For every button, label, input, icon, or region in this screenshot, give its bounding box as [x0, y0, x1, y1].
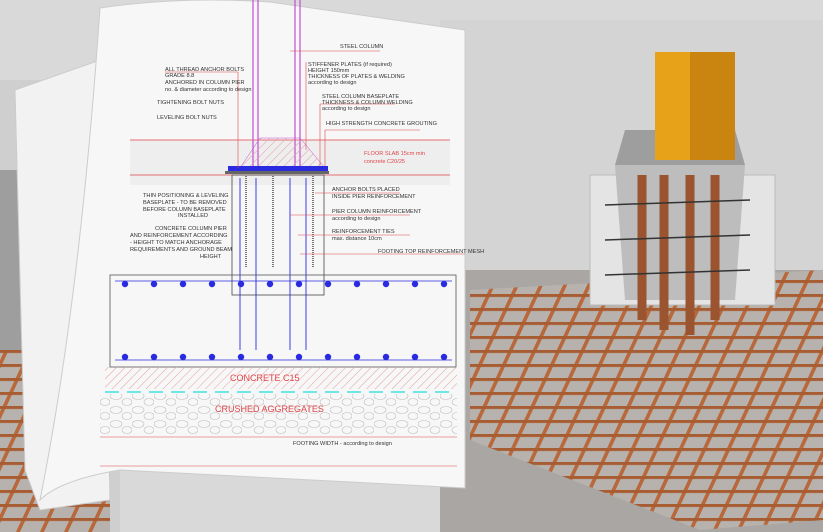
rebar-section	[266, 353, 274, 361]
label-anchor-pier: ANCHORED IN COLUMN PIER	[165, 80, 245, 86]
rebar-section	[121, 353, 129, 361]
label-stiffener-height: HEIGHT 150mm	[308, 68, 350, 74]
label-stiffener-thickness: THICKNESS OF PLATES & WELDING	[308, 74, 405, 80]
label-pier-ground-beam: REQUIREMENTS AND GROUND BEAM	[130, 247, 232, 253]
label-floor-slab: FLOOR SLAB 15cm min	[364, 151, 425, 157]
label-baseplate: STEEL COLUMN BASEPLATE	[322, 94, 399, 100]
rebar-section	[324, 353, 332, 361]
rebar-section	[440, 353, 448, 361]
rebar-section	[208, 280, 216, 288]
rebar-section	[295, 353, 303, 361]
label-footing-mesh: FOOTING TOP REINFORCEMENT MESH	[378, 249, 484, 255]
rebar-section	[382, 280, 390, 288]
label-grouting: HIGH STRENGTH CONCRETE GROUTING	[326, 121, 437, 127]
label-steel-column: STEEL COLUMN	[340, 44, 383, 50]
label-pier-height: - HEIGHT TO MATCH ANCHORAGE	[130, 240, 222, 246]
rebar-section	[179, 353, 187, 361]
rebar-section	[237, 280, 245, 288]
label-pier-height-end: HEIGHT	[200, 254, 222, 260]
label-slab-concrete: concrete C20/25	[364, 159, 405, 165]
label-pier-reinf-according: AND REINFORCEMENT ACCORDING	[130, 233, 227, 239]
label-stiffener: STIFFENER PLATES (if required)	[308, 62, 392, 68]
rebar-section	[179, 280, 187, 288]
label-stiffener-design: according to design	[308, 80, 357, 86]
rebar-section	[324, 280, 332, 288]
label-anchor-design: no. & diameter according to design	[165, 87, 251, 93]
render-3d-right	[440, 20, 823, 532]
label-anchor-bolts: ALL THREAD ANCHOR BOLTS	[165, 67, 244, 73]
rebar-section	[353, 280, 361, 288]
rebar-section	[440, 280, 448, 288]
drawing-labels: STEEL COLUMN STIFFENER PLATES (if requir…	[130, 44, 484, 447]
rebar-section	[237, 353, 245, 361]
rebar-section	[353, 353, 361, 361]
label-crushed-aggregates: CRUSHED AGGREGATES	[215, 404, 324, 414]
rebar-section	[150, 280, 158, 288]
label-leveling-plate: THIN POSITIONING & LEVELING	[143, 193, 228, 199]
rebar-section	[266, 280, 274, 288]
label-leveling-nuts: LEVELING BOLT NUTS	[157, 115, 217, 121]
label-bolts-placed: ANCHOR BOLTS PLACED	[332, 187, 400, 193]
rebar-section	[411, 353, 419, 361]
label-leveling-removed: BASEPLATE - TO BE REMOVED	[143, 200, 227, 206]
label-pier-reinf-design: according to design	[332, 216, 381, 222]
rebar-section	[295, 280, 303, 288]
label-baseplate-thickness: THICKNESS & COLUMN WELDING	[322, 100, 413, 106]
drawing-sheet: STEEL COLUMN STIFFENER PLATES (if requir…	[39, 0, 484, 502]
label-pier-reinforcement: PIER COLUMN REINFORCEMENT	[332, 209, 422, 215]
rebar-section	[411, 280, 419, 288]
rebar-section	[150, 353, 158, 361]
label-anchor-grade: GRADE 8.8	[165, 73, 194, 79]
label-bolts-inside: INSIDE PIER REINFORCEMENT	[332, 194, 416, 200]
label-baseplate-design: according to design	[322, 106, 371, 112]
label-column-pier: CONCRETE COLUMN PIER	[155, 226, 227, 232]
label-concrete-c15: CONCRETE C15	[230, 373, 300, 383]
rebar-section	[121, 280, 129, 288]
label-leveling-before: BEFORE COLUMN BASEPLATE	[143, 207, 226, 213]
label-tightening-nuts: TIGHTENING BOLT NUTS	[157, 100, 224, 106]
label-footing-width: FOOTING WIDTH - according to design	[293, 441, 392, 447]
rebar-section	[382, 353, 390, 361]
rebar-section	[208, 353, 216, 361]
steel-column	[655, 52, 735, 160]
label-ties-distance: max. distance 10cm	[332, 236, 382, 242]
label-leveling-installed: INSTALLED	[178, 213, 208, 219]
label-ties: REINFORCEMENT TIES	[332, 229, 395, 235]
